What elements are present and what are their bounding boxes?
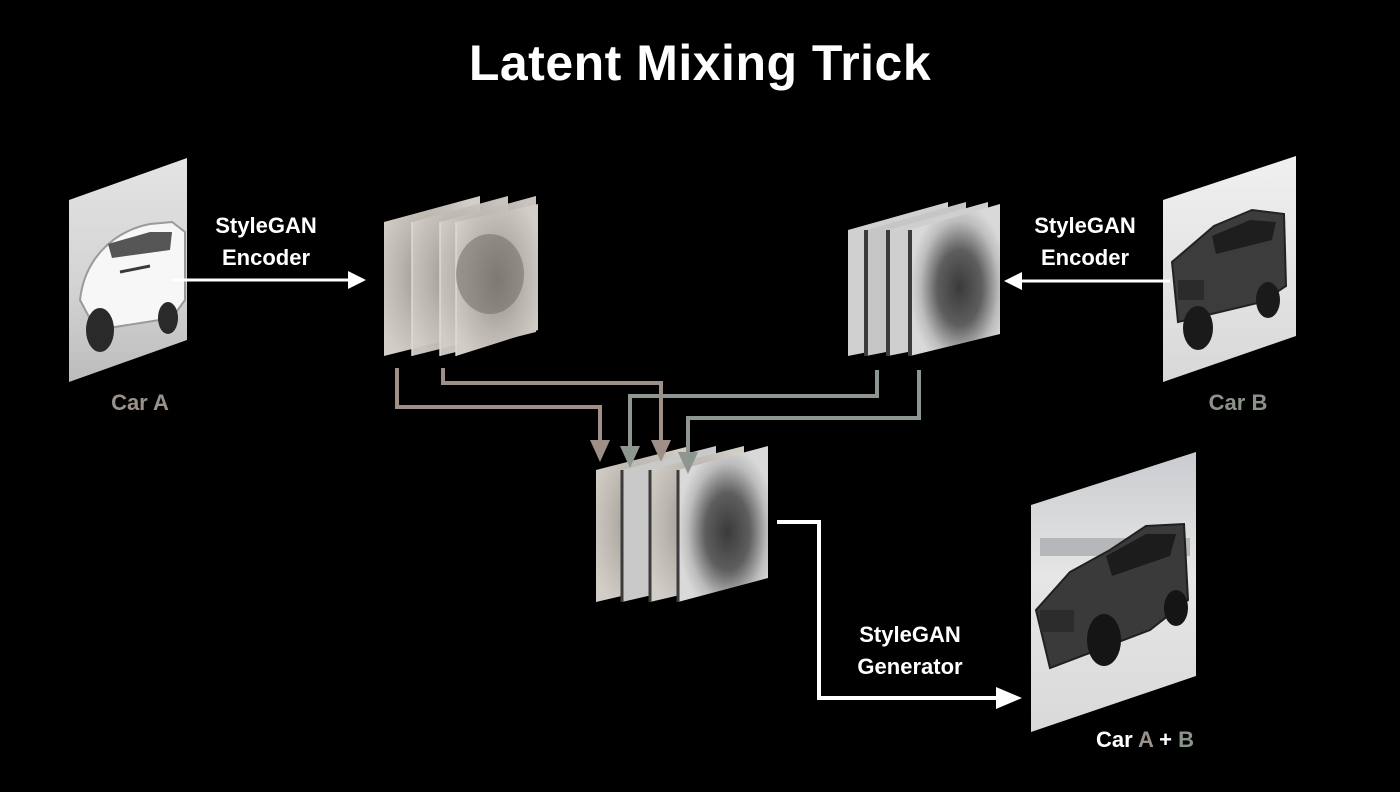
diagram-title: Latent Mixing Trick [468, 35, 932, 91]
encoder-arrow-a [172, 271, 366, 289]
result-caption-car: Car [1095, 727, 1133, 752]
encoder-arrow-b [1004, 272, 1170, 290]
encoder-left-line2: Encoder [221, 245, 311, 270]
latent-stack-a [384, 196, 538, 356]
encoder-label-right: StyleGAN Encoder [1015, 210, 1155, 274]
car-a-caption: Car A [111, 390, 169, 415]
result-caption-b: B [1178, 727, 1195, 752]
encoder-right-line2: Encoder [1040, 245, 1130, 270]
generator-line2: Generator [857, 654, 963, 679]
result-caption: Car A + B [1070, 727, 1220, 753]
mix-arrow-a1 [395, 368, 610, 462]
generator-label: StyleGAN Generator [832, 619, 988, 683]
generator-line1: StyleGAN [859, 622, 961, 647]
encoder-right-line1: StyleGAN [1034, 213, 1136, 238]
latent-stack-b [848, 202, 1000, 356]
encoder-left-line1: StyleGAN [215, 213, 317, 238]
generator-arrow [777, 520, 1022, 709]
result-caption-plus: + [1159, 727, 1173, 752]
encoder-label-left: StyleGAN Encoder [196, 210, 336, 274]
car-ab-image [1031, 452, 1196, 732]
result-caption-a: A [1137, 727, 1154, 752]
mix-arrow-b2 [678, 370, 921, 474]
mix-arrow-b1 [620, 370, 879, 468]
car-b-image [1163, 156, 1296, 382]
mixed-latent-stack [596, 446, 768, 602]
car-b-caption: Car B [1208, 390, 1268, 415]
car-a-image [69, 158, 187, 382]
mix-arrow-a2 [441, 368, 671, 462]
